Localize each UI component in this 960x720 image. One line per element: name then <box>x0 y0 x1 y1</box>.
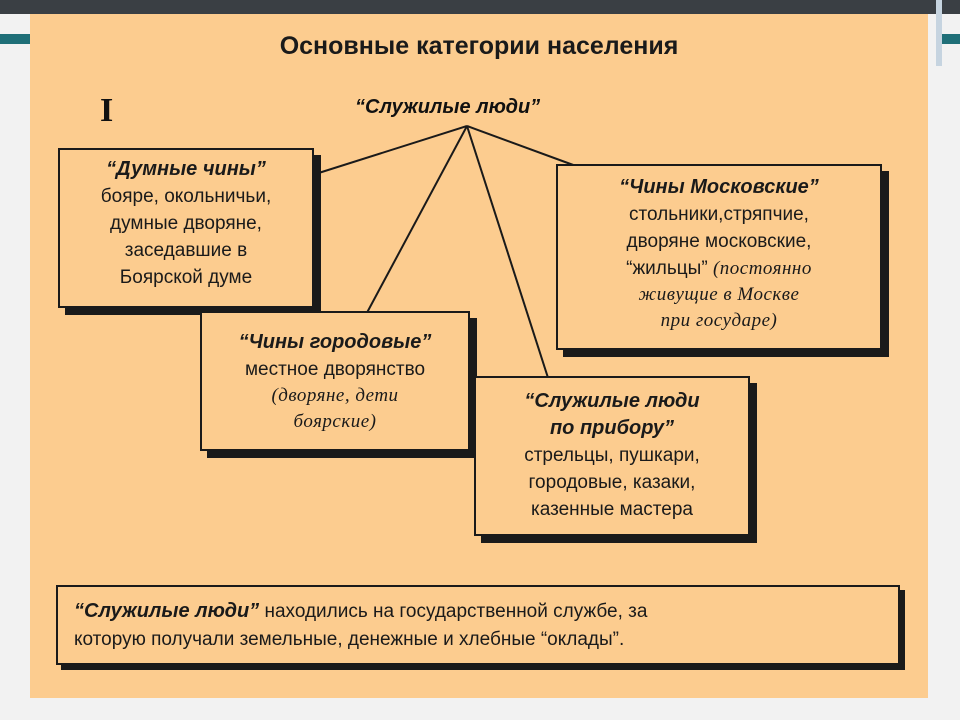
box-sluzhilye-po-priboru: “Служилые люди по прибору” стрельцы, пуш… <box>474 376 750 536</box>
box-note-line: живущие в Москве <box>638 284 800 305</box>
box-line: стрельцы, пушкари, <box>524 445 700 466</box>
teal-accent-left <box>0 34 36 44</box>
box-heading: “Служилые люди <box>524 390 700 412</box>
box-line: городовые, казаки, <box>528 472 696 493</box>
slide-title: Основные категории населения <box>279 32 679 60</box>
box-line: местное дворянство <box>244 359 426 380</box>
window-top-bar <box>0 0 960 14</box>
box-heading: “Чины городовые” <box>238 331 432 353</box>
box-chiny-moskovskie: “Чины Московские” стольники,стряпчие, дв… <box>556 164 882 350</box>
box-line: Боярской думе <box>119 267 253 288</box>
connector-to-dumnye <box>305 125 468 178</box>
note-inline: (постоянно <box>712 258 812 279</box>
box-line-zhiltsy: “жильцы” (постоянно <box>558 255 880 282</box>
box-dumnye-chiny: “Думные чины” бояре, окольничьи, думные … <box>58 148 314 308</box>
box-heading: “Думные чины” <box>106 158 266 180</box>
box-note-line: при государе) <box>660 310 778 331</box>
summary-text: находились на государственной службе, за <box>259 601 648 622</box>
root-node-label: “Служилые люди” <box>355 96 541 118</box>
box-line: заседавшие в <box>124 240 248 261</box>
summary-emphasis: “Служилые люди” <box>74 600 260 622</box>
box-heading: по прибору” <box>549 417 675 439</box>
summary-line-1: “Служилые люди” находились на государств… <box>74 597 882 626</box>
connector-lines <box>305 125 577 385</box>
summary-note-box: “Служилые люди” находились на государств… <box>56 585 900 665</box>
box-line: бояре, окольничьи, <box>100 186 272 207</box>
section-numeral: I <box>100 92 114 129</box>
connector-to-moskovskie <box>466 125 577 167</box>
box-heading: “Чины Московские” <box>619 176 819 198</box>
connector-to-pribor <box>466 125 551 385</box>
summary-line-2: которую получали земельные, денежные и х… <box>74 629 625 650</box>
box-chiny-gorodovye: “Чины городовые” местное дворянство (дво… <box>200 311 470 451</box>
zhiltsy-term: “жильцы” <box>626 258 708 279</box>
blue-accent-right <box>936 0 942 66</box>
teal-accent-right <box>940 34 960 44</box>
box-line: дворяне московские, <box>626 231 812 252</box>
box-note-line: (дворяне, дети <box>271 385 399 406</box>
box-line: думные дворяне, <box>110 213 262 234</box>
box-line: стольники,стряпчие, <box>629 204 809 225</box>
box-line: казенные мастера <box>531 499 693 520</box>
box-note-line: боярские) <box>293 411 377 432</box>
slide-canvas: Основные категории населения I “Служилые… <box>30 14 928 698</box>
connector-to-gorodovye <box>361 125 468 323</box>
